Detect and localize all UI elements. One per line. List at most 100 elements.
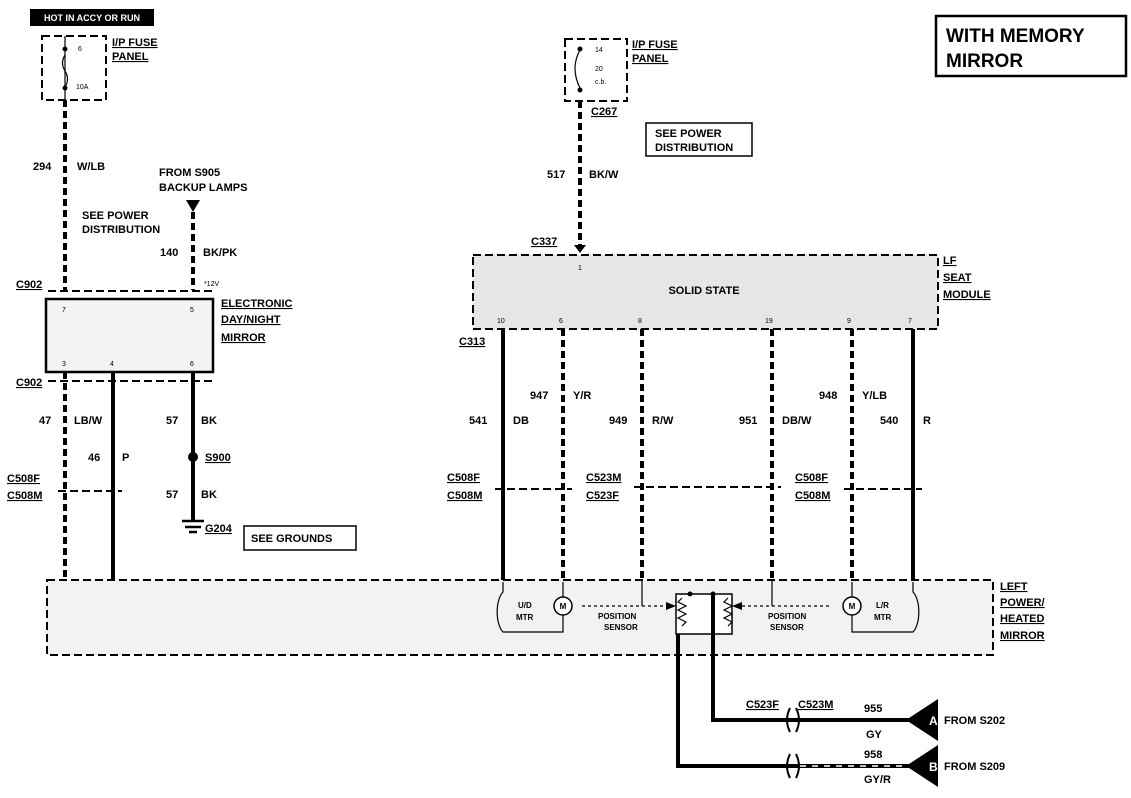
seat-name-line1: LF — [943, 255, 957, 267]
wire-958-color: GY/R — [864, 774, 891, 786]
lr-motor-frame — [851, 582, 920, 633]
mirror-pin-5: 5 — [190, 307, 194, 314]
pos-sensor-left-2: SENSOR — [604, 623, 638, 632]
ud-motor-icon — [553, 596, 573, 616]
day-night-mirror — [44, 297, 215, 374]
hot-label-box — [30, 9, 154, 26]
title-line1: WITH MEMORY — [946, 26, 1085, 47]
fuse1-rating: 10A — [76, 84, 89, 91]
c523-bottom-bracket-left — [786, 707, 791, 779]
connector-c523m-bottom: C523M — [798, 699, 833, 711]
connector-c902-top: C902 — [16, 279, 42, 291]
wire-57a-color: BK — [201, 415, 217, 427]
ud-motor-m: M — [560, 602, 567, 611]
wire-541-circuit: 541 — [469, 415, 487, 427]
seat-pin-1: 1 — [578, 265, 582, 272]
mirror-pin-4: 4 — [110, 361, 114, 368]
seat-pin-10: 10 — [497, 318, 505, 325]
c523-bottom-bracket-right — [795, 707, 800, 779]
sensor-right-arrow — [732, 602, 742, 610]
wire-949-circuit: 949 — [609, 415, 627, 427]
plus-12v: *12V — [204, 281, 220, 288]
seat-name-line3: MODULE — [943, 289, 991, 301]
connector-c267: C267 — [591, 106, 617, 118]
wire-949-color: R/W — [652, 415, 674, 427]
fuse1-name-line1: I/P FUSE — [112, 37, 158, 49]
fuse1-box — [41, 35, 107, 101]
source-b-text: FROM S209 — [944, 761, 1005, 773]
c337-arrow — [574, 245, 586, 253]
lr-motor-icon — [842, 596, 862, 616]
fuse1-number: 6 — [78, 46, 82, 53]
right-sensor-resistor — [722, 597, 734, 627]
connector-c508m-mid: C508M — [447, 490, 482, 502]
connector-c523m-mid: C523M — [586, 472, 621, 484]
source-b-letter: B — [929, 760, 938, 774]
power-mirror-name-1: LEFT — [1000, 581, 1028, 593]
fuse1-terminal-top — [62, 46, 68, 52]
wire-951-circuit: 951 — [739, 415, 757, 427]
wire-47-circuit: 47 — [39, 415, 51, 427]
title-box — [934, 14, 1128, 78]
see-power-right-2: DISTRIBUTION — [655, 142, 733, 154]
mirror-name-line1: ELECTRONIC — [221, 298, 293, 310]
lr-motor-label-2: MTR — [874, 613, 892, 622]
from-s905-2: BACKUP LAMPS — [159, 182, 247, 194]
left-sensor-resistor — [676, 597, 688, 627]
ground-g204: G204 — [205, 523, 233, 535]
wire-948-color: Y/LB — [862, 390, 887, 402]
s905-arrow — [186, 200, 200, 212]
fuse1-name-line2: PANEL — [112, 51, 149, 63]
fuse2-type: c.b. — [595, 79, 606, 86]
fuse2-terminal-bottom — [577, 87, 583, 93]
sensor-left-arrow — [666, 602, 676, 610]
source-a-text: FROM S202 — [944, 715, 1005, 727]
wire-951-color: DB/W — [782, 415, 812, 427]
seat-pin-9: 9 — [847, 318, 851, 325]
connector-c313: C313 — [459, 336, 485, 348]
wire-294-circuit: 294 — [33, 161, 52, 173]
wire-57b-circuit: 57 — [166, 489, 178, 501]
see-power-left-1: SEE POWER — [82, 210, 149, 222]
connector-c523f-bottom: C523F — [746, 699, 779, 711]
wire-517-circuit: 517 — [547, 169, 565, 181]
power-mirror-name-4: MIRROR — [1000, 630, 1045, 642]
wire-57b-color: BK — [201, 489, 217, 501]
fuse1-terminal-bottom — [62, 85, 68, 91]
see-power-right-box — [645, 122, 753, 157]
splice-s900: S900 — [205, 452, 231, 464]
mirror-pin-3: 3 — [62, 361, 66, 368]
wire-958-circuit: 958 — [864, 749, 882, 761]
from-s905-1: FROM S905 — [159, 167, 220, 179]
seat-pin-6: 6 — [559, 318, 563, 325]
wire-947-circuit: 947 — [530, 390, 548, 402]
connector-c508m-right: C508M — [795, 490, 830, 502]
fuse2-number: 14 — [595, 47, 603, 54]
wire-955-color: GY — [866, 729, 883, 741]
power-mirror-name-3: HEATED — [1000, 613, 1044, 625]
see-power-left-2: DISTRIBUTION — [82, 224, 160, 236]
ud-motor-label-1: U/D — [518, 601, 532, 610]
wire-955 — [711, 594, 915, 722]
fuse2-name-line2: PANEL — [632, 53, 669, 65]
position-sensor-box — [675, 593, 733, 635]
fuse2-rating: 20 — [595, 66, 603, 73]
wire-47-color: LB/W — [74, 415, 103, 427]
seat-pin-7: 7 — [908, 318, 912, 325]
hot-label: HOT IN ACCY OR RUN — [44, 13, 140, 23]
seat-name-line2: SEAT — [943, 272, 972, 284]
fuse2-box — [564, 38, 628, 102]
connector-c508f-right: C508F — [795, 472, 828, 484]
wire-947-color: Y/R — [573, 390, 591, 402]
see-grounds: SEE GROUNDS — [251, 533, 332, 545]
wire-46-circuit: 46 — [88, 452, 100, 464]
left-power-heated-mirror — [46, 579, 994, 656]
wire-517-color: BK/W — [589, 169, 619, 181]
wire-140-color: BK/PK — [203, 247, 237, 259]
wire-140-circuit: 140 — [160, 247, 178, 259]
title-line2: MIRROR — [946, 51, 1023, 72]
source-a-arrow — [906, 699, 938, 741]
see-power-right-1: SEE POWER — [655, 128, 722, 140]
ud-motor-label-2: MTR — [516, 613, 534, 622]
